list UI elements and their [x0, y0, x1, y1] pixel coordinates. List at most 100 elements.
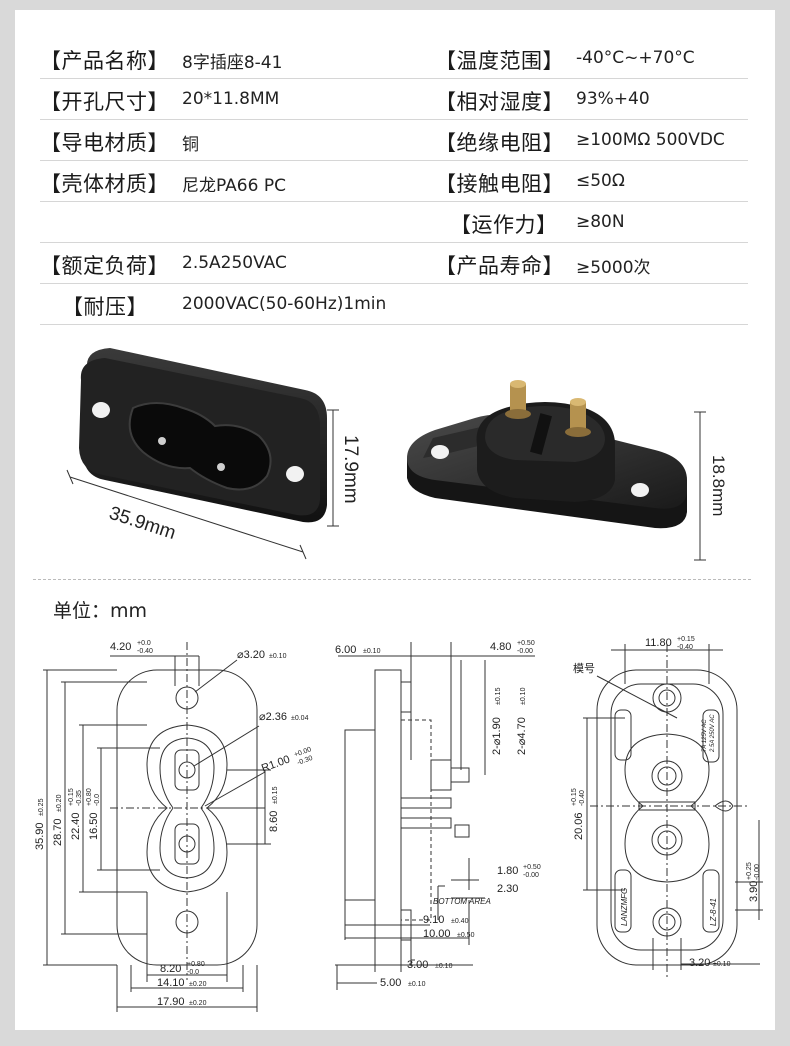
brand-mark: LANZMFG	[620, 888, 629, 926]
dim-3.20: 3.20	[689, 957, 710, 969]
spec-row: 【额定负荷】 2.5A250VAC 【产品寿命】 ≥5000次	[40, 243, 748, 284]
dim-tolerance: +0.50	[523, 864, 541, 871]
spec-label: 【耐压】	[62, 295, 148, 319]
dim-radius-1.00: R1.00	[260, 754, 292, 775]
dim-22.40: 22.40	[70, 812, 82, 840]
dim-tolerance: +0.80	[187, 961, 205, 968]
dim-tolerance: -0.00	[754, 864, 761, 880]
dim-5.00: 5.00	[380, 977, 401, 989]
spec-value: ≥100MΩ 500VDC	[576, 130, 725, 150]
spec-value: ≥5000次	[576, 258, 651, 278]
spec-value: 93%+40	[576, 89, 650, 109]
dim-tolerance: ±0.50	[457, 932, 475, 939]
dim-9.10: 9.10	[423, 914, 444, 926]
section-divider	[33, 579, 751, 580]
dim-20.06: 20.06	[573, 812, 585, 840]
spec-row: 【运作力】 ≥80N	[40, 202, 748, 243]
dim-tolerance: +0.80	[86, 788, 93, 806]
dim-28.70: 28.70	[52, 818, 64, 846]
height-dimension-label: 17.9mm	[340, 435, 361, 504]
dim-3.00: 3.00	[407, 959, 428, 971]
dim-tolerance: ±0.40	[451, 918, 469, 925]
dim-tolerance: ±0.10	[363, 648, 381, 655]
dim-tolerance: +0.0	[137, 640, 151, 647]
dim-tolerance: ±0.15	[272, 786, 279, 804]
spec-label: 【壳体材质】	[40, 172, 169, 196]
spec-value: ≤50Ω	[576, 171, 625, 191]
spec-label: 【运作力】	[450, 213, 558, 237]
bottom-area-label: BOTTOM AREA	[433, 897, 491, 906]
spec-label: 【导电材质】	[40, 131, 169, 155]
dim-diameter-2.36: ⌀2.36	[259, 711, 287, 723]
dim-tolerance: -0.0	[187, 969, 199, 976]
dim-10.00: 10.00	[423, 928, 451, 940]
dim-tolerance: -0.0	[94, 794, 101, 806]
dim-tolerance: -0.40	[677, 644, 693, 651]
terminal-screw	[565, 398, 591, 437]
spec-label: 【相对湿度】	[435, 90, 564, 114]
dim-tolerance: ±0.04	[291, 715, 309, 722]
dim-tolerance: ±0.10	[269, 653, 287, 660]
dim-8.60: 8.60	[268, 811, 280, 832]
spec-value: 铜	[182, 135, 199, 155]
dim-4.80: 4.80	[490, 641, 511, 653]
dim-tolerance: -0.00	[523, 872, 539, 879]
spec-label: 【开孔尺寸】	[40, 90, 169, 114]
spec-label: 【额定负荷】	[40, 254, 169, 278]
spec-row: 【导电材质】 铜 【绝缘电阻】 ≥100MΩ 500VDC	[40, 120, 748, 161]
dim-tolerance: -0.40	[137, 648, 153, 655]
spec-label: 【产品寿命】	[435, 254, 564, 278]
rating-mark: 7A 125V AC	[702, 719, 708, 752]
dim-2.30: 2.30	[497, 883, 518, 895]
spec-value: 尼龙PA66 PC	[182, 176, 286, 196]
dim-35.90: 35.90	[34, 822, 46, 850]
dim-tolerance: +0.15	[68, 788, 75, 806]
dim-11.80: 11.80	[645, 637, 672, 649]
dim-17.90: 17.90	[157, 996, 185, 1008]
spec-label: 【产品名称】	[40, 49, 169, 73]
spec-row: 【壳体材质】 尼龙PA66 PC 【接触电阻】 ≤50Ω	[40, 161, 748, 202]
product-sheet: 【产品名称】 8字插座8-41 【温度范围】 -40°C~+70°C 【开孔尺寸…	[15, 10, 775, 1030]
dim-tolerance: +0.50	[517, 640, 535, 647]
dim-14.10: 14.10	[157, 977, 185, 989]
dim-tolerance: ±0.10	[520, 687, 527, 705]
product-photos: 17.9mm 35.9mm	[15, 330, 775, 580]
dim-tolerance: ±0.10	[435, 963, 453, 970]
dim-tolerance: ±0.10	[408, 981, 426, 988]
dim-tolerance: -0.40	[579, 790, 586, 806]
dim-tolerance: +0.15	[571, 788, 578, 806]
unit-label: 单位：mm	[53, 600, 148, 622]
model-mark: LZ-8-41	[709, 898, 718, 926]
dim-tolerance: -0.00	[517, 648, 533, 655]
product-illustration: 17.9mm 35.9mm	[66, 348, 728, 561]
spec-value: 20*11.8MM	[182, 89, 280, 109]
spec-label: 【绝缘电阻】	[435, 131, 564, 155]
front-socket-photo	[66, 348, 339, 560]
rating-mark: 2.5A 250V AC	[710, 714, 716, 753]
spec-value: 2.5A250VAC	[182, 253, 287, 273]
spec-value: -40°C~+70°C	[576, 48, 695, 68]
dim-tolerance: ±0.20	[189, 981, 207, 988]
terminal-screw	[505, 380, 531, 419]
dim-1.80: 1.80	[497, 865, 518, 877]
dim-tolerance: ±0.15	[495, 687, 502, 705]
spec-value: 8字插座8-41	[182, 53, 283, 73]
spec-table: 【产品名称】 8字插座8-41 【温度范围】 -40°C~+70°C 【开孔尺寸…	[40, 38, 748, 325]
dim-tolerance: +0.25	[746, 862, 753, 880]
dim-diameter-4.70: 2-⌀4.70	[516, 717, 528, 755]
dim-16.50: 16.50	[88, 812, 100, 840]
dim-3.90: 3.90	[748, 881, 760, 902]
spec-row: 【开孔尺寸】 20*11.8MM 【相对湿度】 93%+40	[40, 79, 748, 120]
rear-socket-photo	[407, 380, 706, 561]
dim-diameter-3.20: ⌀3.20	[237, 649, 265, 661]
rear-view	[583, 644, 763, 980]
dim-tolerance: ±0.20	[56, 794, 63, 812]
dim-tolerance: ±0.20	[189, 1000, 207, 1007]
dim-tolerance: ±0.10	[713, 961, 731, 968]
side-view	[335, 642, 535, 990]
dim-tolerance: -0.35	[76, 790, 83, 806]
spec-row: 【产品名称】 8字插座8-41 【温度范围】 -40°C~+70°C	[40, 38, 748, 79]
spec-label: 【接触电阻】	[435, 172, 564, 196]
spec-value: 2000VAC(50-60Hz)1min	[182, 294, 387, 314]
front-view	[43, 642, 271, 1012]
